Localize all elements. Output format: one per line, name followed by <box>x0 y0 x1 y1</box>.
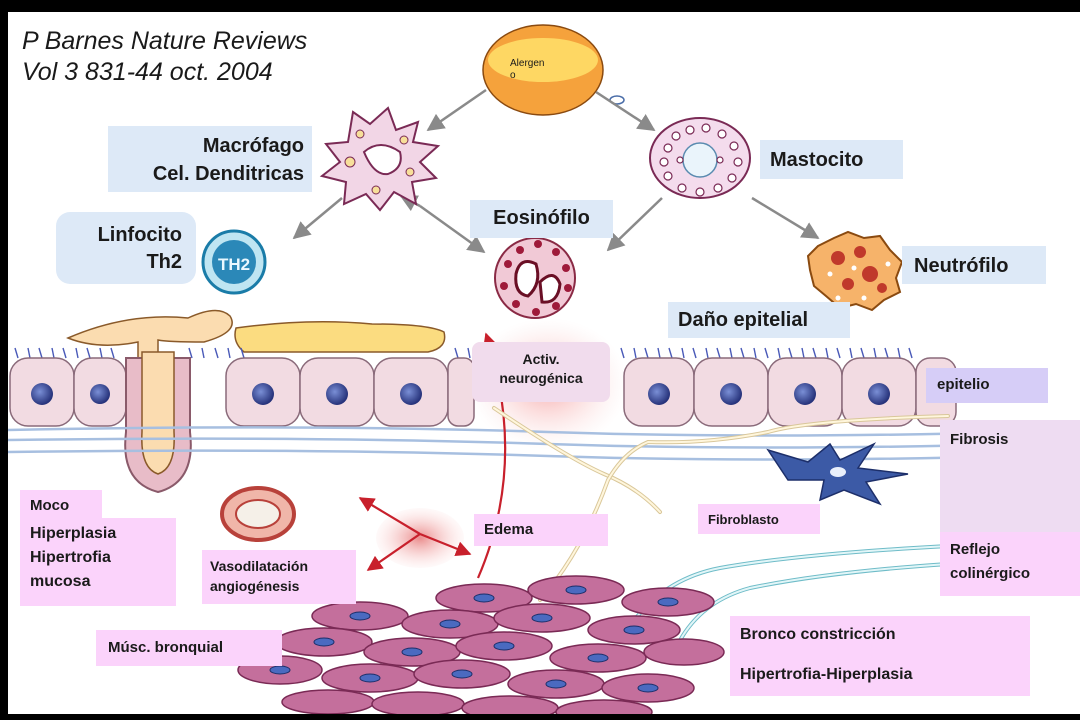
lymphocyte-label: Linfocito Th2 <box>56 212 196 284</box>
edema-region <box>376 508 464 568</box>
macrophage-cell <box>319 106 441 212</box>
citation-line-2: Vol 3 831-44 oct. 2004 <box>22 58 273 86</box>
mast-cell-label: Mastocito <box>760 140 903 179</box>
epithelium-nuclei <box>31 383 890 405</box>
bronchial-muscle-label: Músc. bronquial <box>96 630 282 666</box>
neutrophil-cell <box>806 230 904 312</box>
macrophage-label: Macrófago Cel. Denditricas <box>108 126 312 192</box>
citation-line-1: P Barnes Nature Reviews <box>22 27 308 55</box>
bronchoconstriction-label: Bronco constricción Hipertrofia-Hiperpla… <box>730 616 1030 696</box>
mucosal-hyperplasia-label: Hiperplasia Hipertrofia mucosa <box>20 518 176 606</box>
cholinergic-reflex-label: Reflejo colinérgico <box>940 532 1080 596</box>
neutrophil-label: Neutrófilo <box>902 246 1046 284</box>
th2-cell-glyph: TH2 <box>218 255 250 274</box>
fibroblast-label: Fibroblasto <box>698 504 820 534</box>
diagram-canvas: TH2 <box>8 12 1080 714</box>
citation-text: P Barnes Nature Reviews Vol 3 831-44 oct… <box>22 26 307 88</box>
mucous-gland <box>124 351 192 494</box>
mast-cell <box>649 117 751 199</box>
neurogenic-activation-label: Activ. neurogénica <box>472 342 610 402</box>
epithelial-damage-label: Daño epitelial <box>668 302 850 338</box>
allergen-particle <box>482 24 625 116</box>
th2-lymphocyte: TH2 <box>201 229 267 295</box>
fibrosis-label: Fibrosis <box>940 420 1080 536</box>
epithelium-label: epitelio <box>926 368 1048 403</box>
fibroblast-cell <box>766 442 909 506</box>
smooth-muscle-nuclei <box>269 585 679 693</box>
mucus-label: Moco <box>20 490 102 520</box>
nerve-fibers <box>492 406 950 650</box>
vasodilation-label: Vasodilatación angiogénesis <box>202 550 356 604</box>
mucus-layer <box>66 309 446 359</box>
allergen-label: Alergen o <box>510 58 545 81</box>
eosinophil-label: Eosinófilo <box>470 200 613 238</box>
blood-vessel <box>220 486 296 542</box>
edema-label: Edema <box>474 514 608 546</box>
epithelium-cilia <box>14 347 913 359</box>
eosinophil-cell <box>494 237 576 319</box>
